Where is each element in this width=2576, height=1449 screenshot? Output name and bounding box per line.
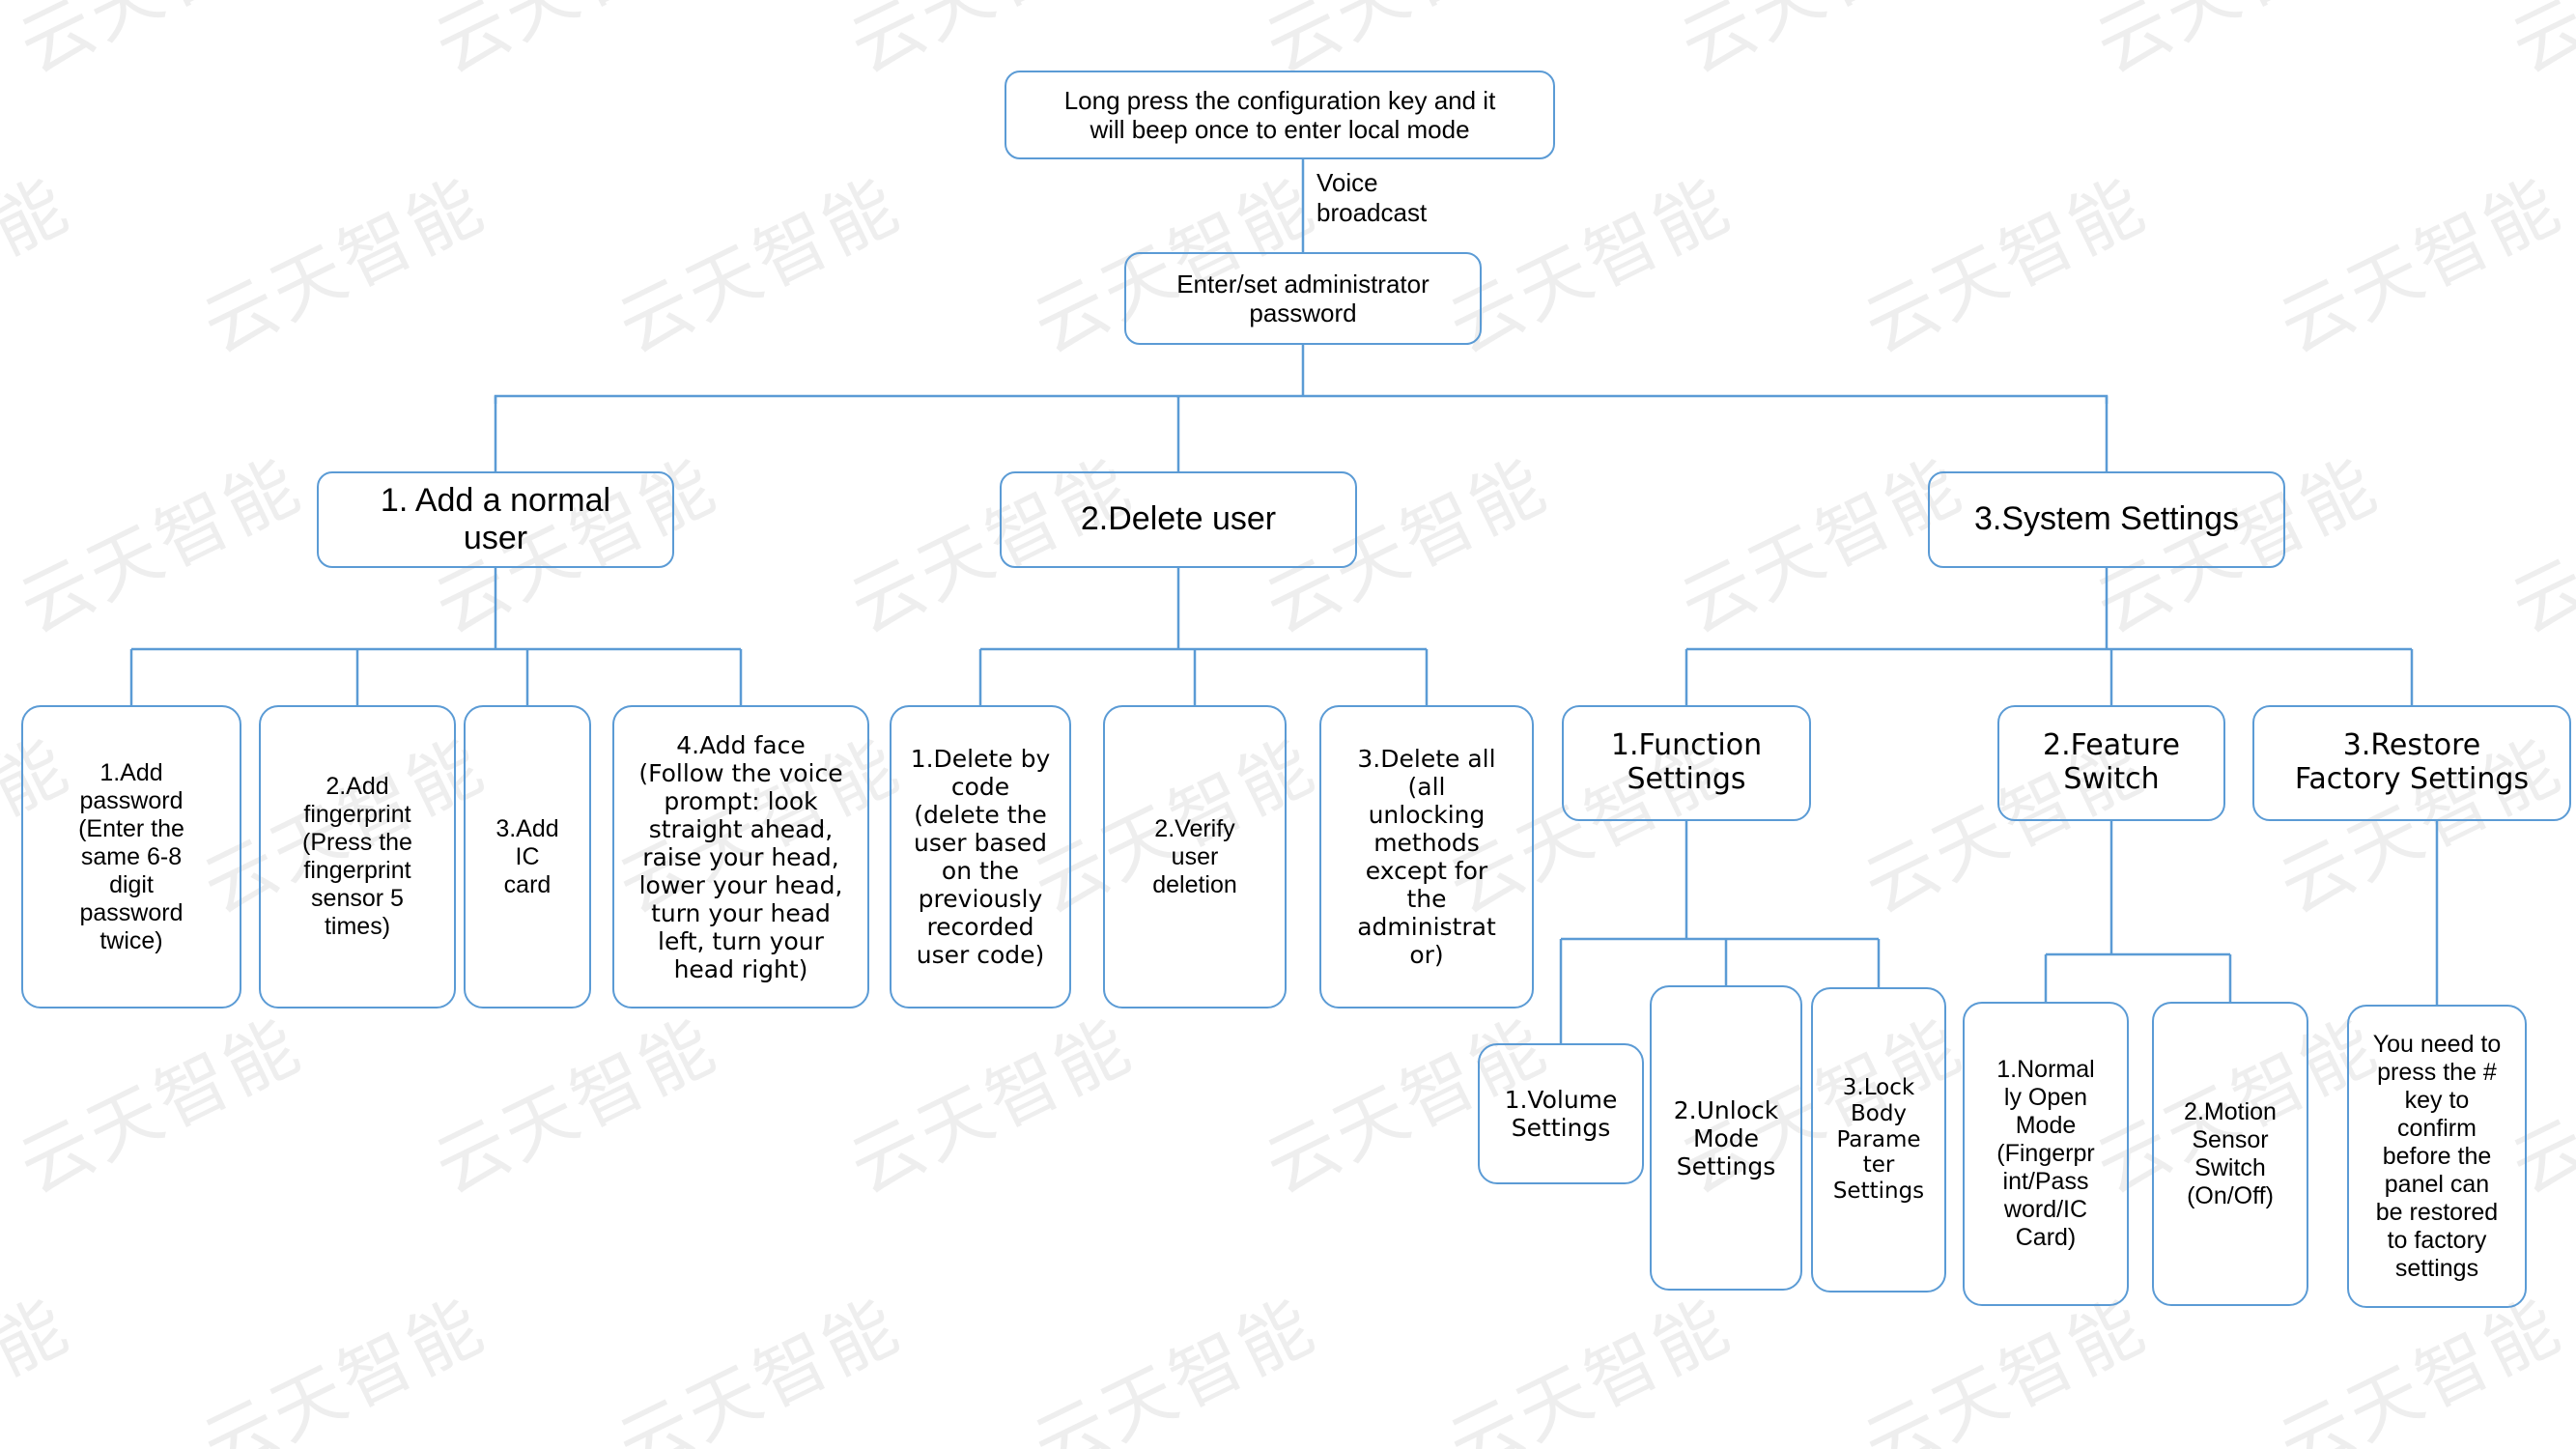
connector-bus-horizontal [494,394,2109,404]
node-lock-body-parameter-settings[interactable]: 3.Lock Body Parame ter Settings [1811,987,1946,1293]
watermark-text: 云天智能 [0,0,316,93]
watermark-text: 云天智能 [2267,162,2575,370]
watermark-text: 云天智能 [606,1283,914,1449]
node-add-face[interactable]: 4.Add face (Follow the voice prompt: loo… [612,705,869,1009]
node-start[interactable]: Long press the configuration key and it … [1005,71,1555,159]
node-add-password[interactable]: 1.Add password (Enter the same 6-8 digit… [21,705,241,1009]
watermark-text: 云天智能 [415,0,731,93]
node-delete-by-code[interactable]: 1.Delete by code (delete the user based … [890,705,1071,1009]
watermark-text: 云天智能 [1021,1283,1329,1449]
node-function-settings[interactable]: 1.Function Settings [1562,705,1811,821]
node-add-fingerprint[interactable]: 2.Add fingerprint (Press the fingerprint… [259,705,456,1009]
watermark-text: 云天智能 [190,1283,498,1449]
watermark-text: 云天智能 [1661,0,1977,93]
edge-label-voice-broadcast: Voice broadcast [1316,168,1428,227]
watermark-text: 云天智能 [1852,162,2160,370]
watermark-text: 云天智能 [837,1003,1146,1210]
node-feature-switch[interactable]: 2.Feature Switch [1997,705,2225,821]
node-restore-confirm-note[interactable]: You need to press the # key to confirm b… [2347,1005,2527,1308]
node-system-settings[interactable]: 3.System Settings [1928,471,2285,568]
watermark-text: 云天智能 [2492,0,2576,93]
watermark-text: 云天智能 [422,1003,730,1210]
watermark-text: 云天智能 [1436,1283,1744,1449]
node-motion-sensor-switch[interactable]: 2.Motion Sensor Switch (On/Off) [2152,1002,2308,1306]
node-add-ic-card[interactable]: 3.Add IC card [464,705,591,1009]
node-delete-all[interactable]: 3.Delete all (all unlocking methods exce… [1319,705,1534,1009]
node-restore-factory-settings[interactable]: 3.Restore Factory Settings [2252,705,2571,821]
watermark-text: 云天智能 [606,162,914,370]
watermark-text: 云天智能 [7,442,315,650]
watermark-text: 云天智能 [190,162,498,370]
watermark-text: 云天智能 [2077,0,2392,93]
node-unlock-mode-settings[interactable]: 2.Unlock Mode Settings [1650,985,1802,1291]
watermark-text: 云天智能 [0,1283,83,1449]
watermark-text: 云天智能 [0,162,83,370]
watermark-text: 云天智能 [2499,442,2576,650]
node-delete-user[interactable]: 2.Delete user [1000,471,1357,568]
node-verify-user-deletion[interactable]: 2.Verify user deletion [1103,705,1287,1009]
node-add-normal-user[interactable]: 1. Add a normal user [317,471,674,568]
watermark-text: 云天智能 [7,1003,315,1210]
node-admin-password[interactable]: Enter/set administrator password [1124,252,1482,345]
node-normally-open-mode[interactable]: 1.Normal ly Open Mode (Fingerpr int/Pass… [1963,1002,2129,1306]
node-volume-settings[interactable]: 1.Volume Settings [1478,1043,1644,1184]
